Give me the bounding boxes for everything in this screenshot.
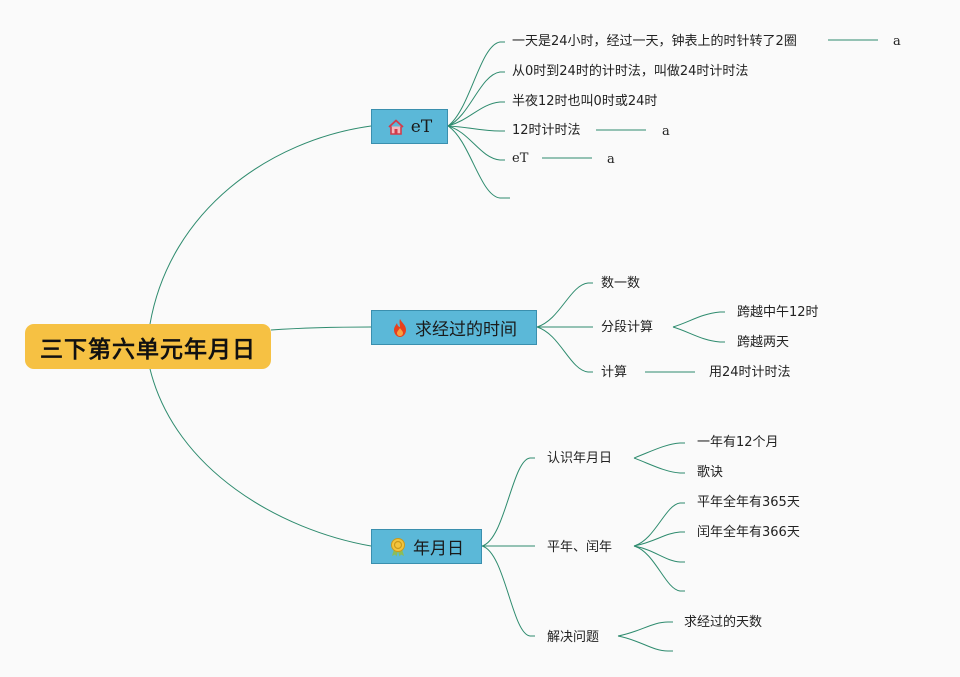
leaf-note: a [893,34,901,49]
branch-label: 求经过的时间 [415,320,517,340]
leaf-note: a [662,124,670,139]
leaf-topic[interactable]: 分段计算 [601,320,654,335]
root-topic[interactable]: 三下第六单元年月日 [25,324,271,369]
leaf-topic[interactable]: 12时计时法 [512,123,581,138]
leaf-topic[interactable]: 数一数 [601,276,641,291]
home-icon [387,118,405,136]
leaf-topic[interactable]: 认识年月日 [547,451,613,466]
leaf-topic[interactable]: 求经过的天数 [684,615,763,630]
award-icon [389,537,407,557]
leaf-topic[interactable]: eT [512,151,529,166]
leaf-topic[interactable]: 跨越中午12时 [737,305,819,320]
leaf-topic[interactable]: 跨越两天 [737,335,790,350]
leaf-topic[interactable]: 用24时计时法 [709,365,791,380]
leaf-topic[interactable]: 解决问题 [547,630,600,645]
leaf-topic[interactable]: 平年、闰年 [547,540,613,555]
leaf-topic[interactable]: 一年有12个月 [697,435,779,450]
branch-topic-elapsed-time[interactable]: 求经过的时间 [371,310,537,345]
leaf-topic[interactable]: 半夜12时也叫0时或24时 [512,94,658,109]
leaf-note: a [607,152,615,167]
leaf-topic[interactable]: 歌诀 [697,465,724,480]
leaf-topic[interactable]: 闰年全年有366天 [697,525,800,540]
leaf-topic[interactable]: 平年全年有365天 [697,495,800,510]
branch-label: eT [410,116,433,137]
leaf-topic[interactable]: 从0时到24时的计时法，叫做24时计时法 [512,64,749,79]
branch-label: 年月日 [413,539,464,559]
leaf-topic[interactable]: 一天是24小时，经过一天，钟表上的时针转了2圈 [512,34,797,49]
branch-topic-et[interactable]: eT [371,109,448,144]
leaf-topic[interactable]: 计算 [601,365,628,380]
branch-topic-year-month-day[interactable]: 年月日 [371,529,482,564]
fire-icon [391,318,409,338]
